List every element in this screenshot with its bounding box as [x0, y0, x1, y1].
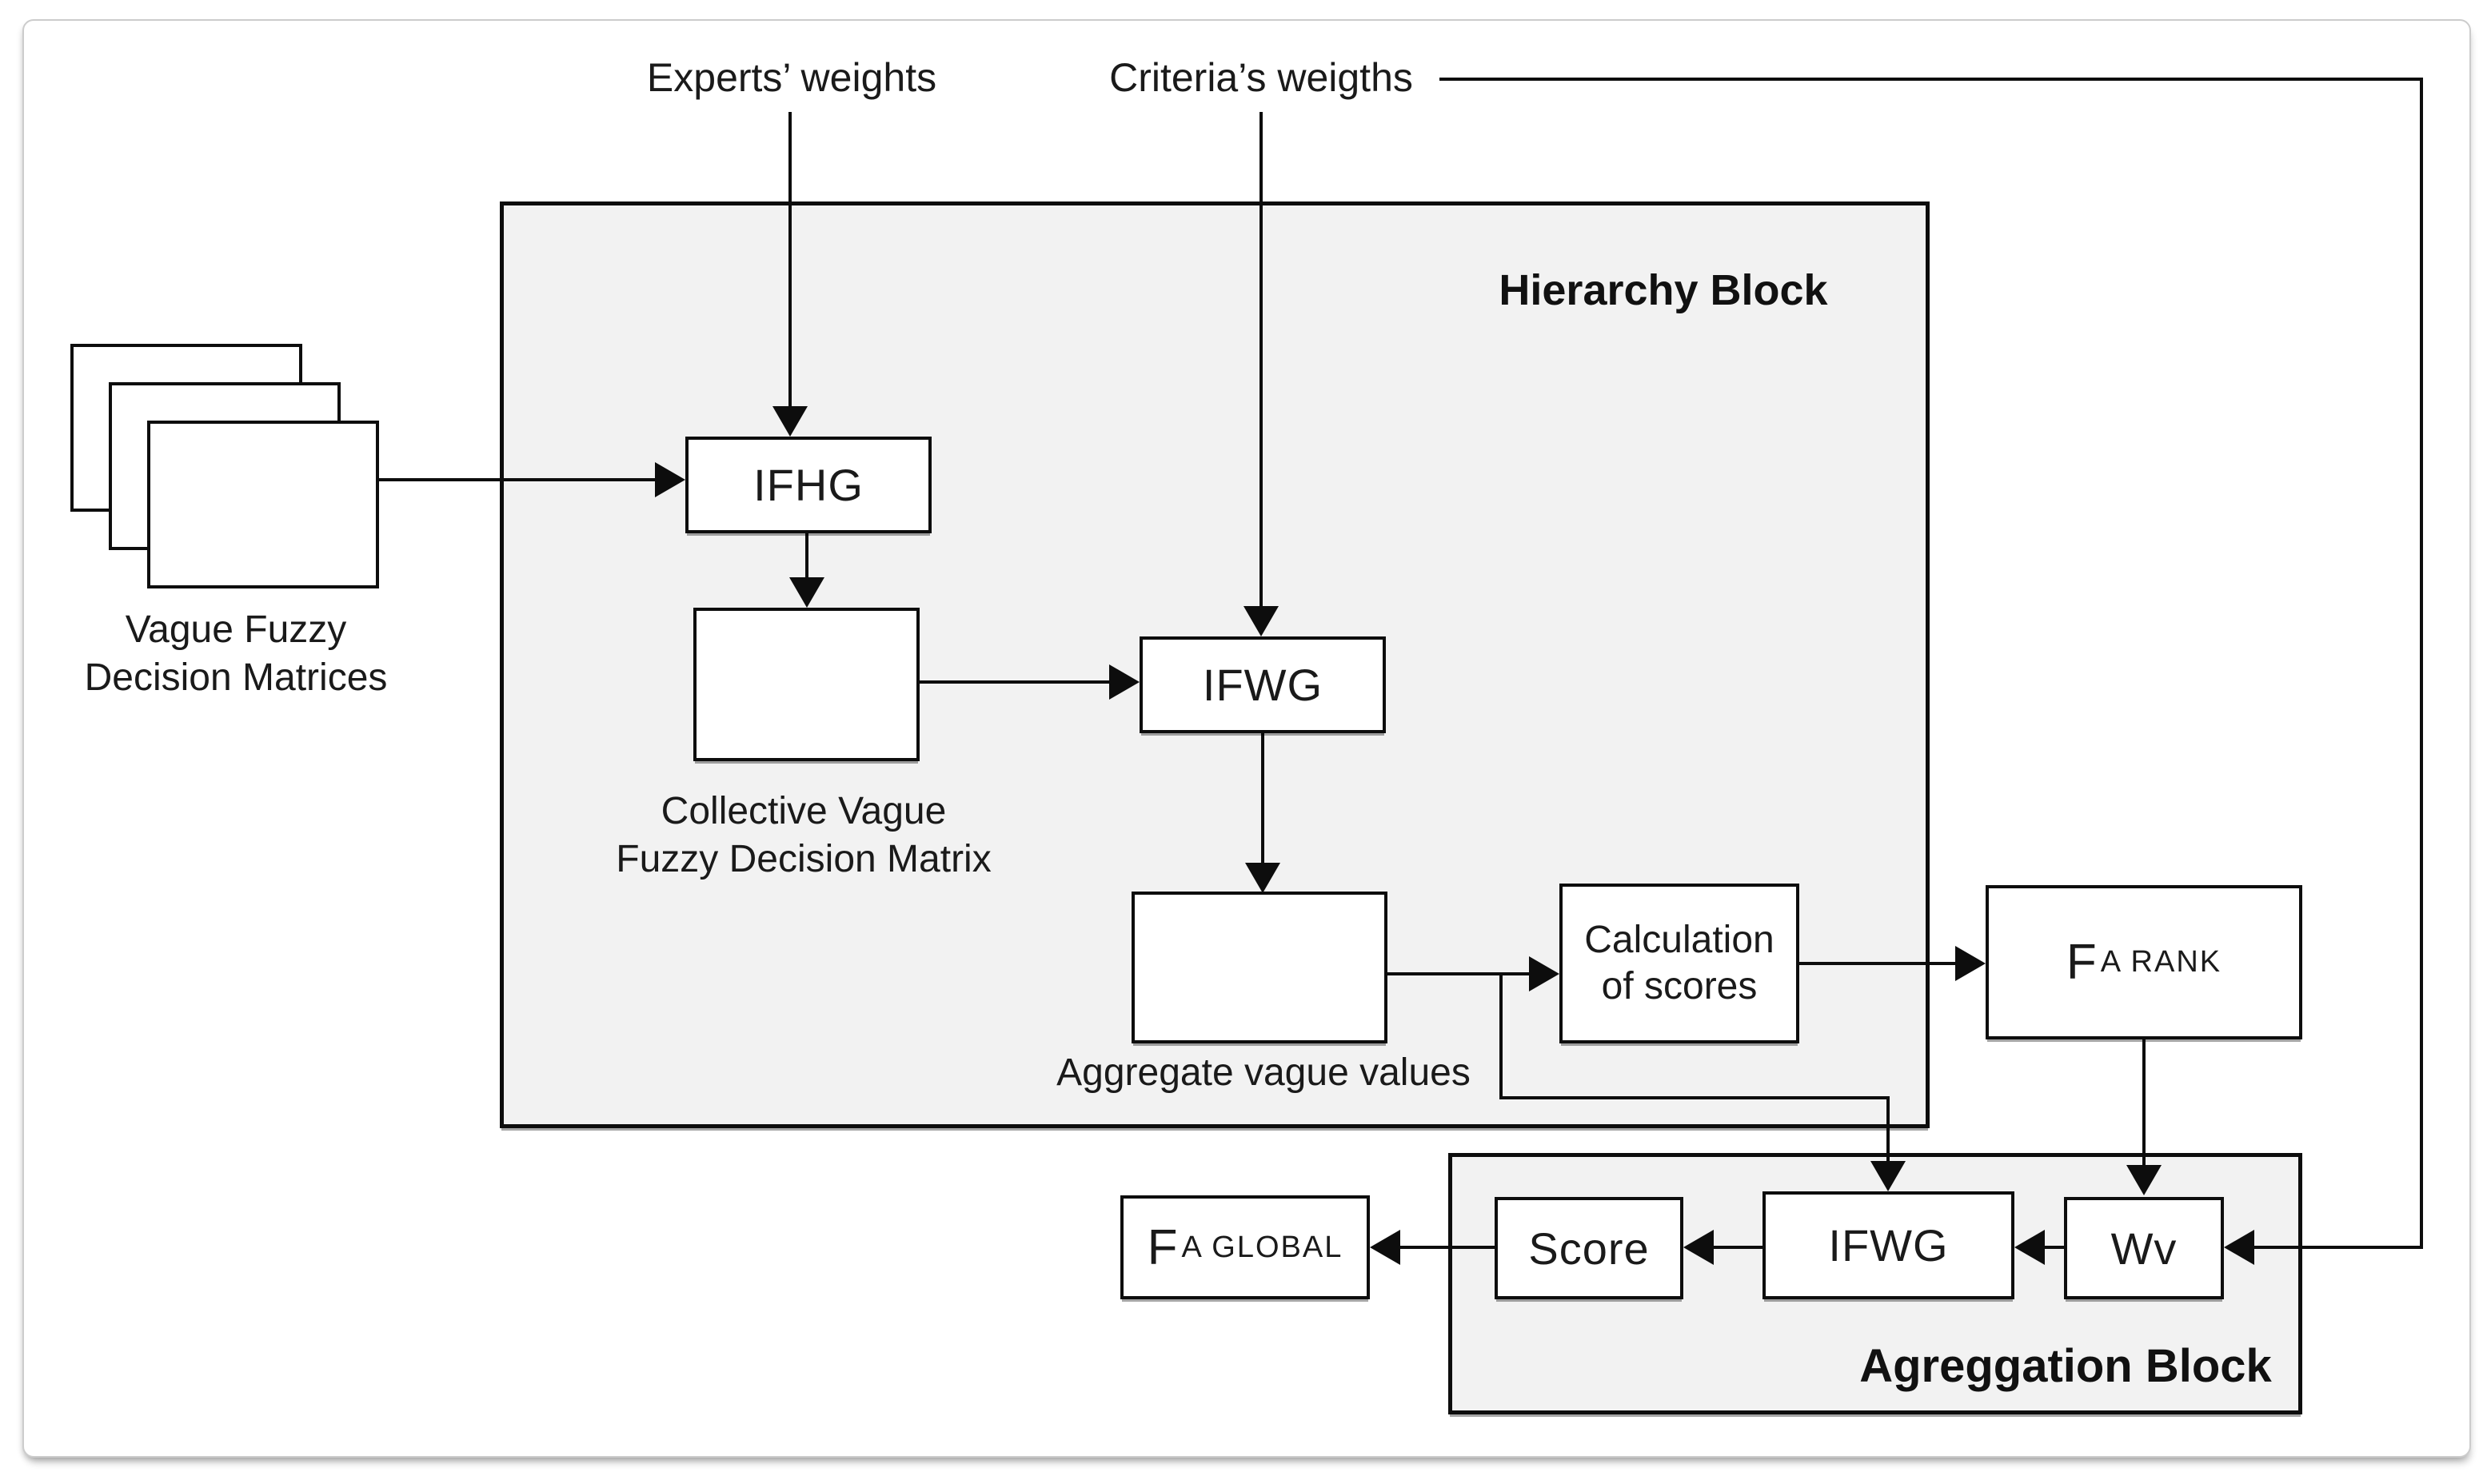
node-wv: Wv	[2064, 1197, 2224, 1299]
matrices-caption-line1: Vague Fuzzy	[125, 608, 347, 651]
edge-score-to-faglobal-line	[1400, 1246, 1495, 1249]
fa-global-subscript: A GLOBAL	[1181, 1230, 1343, 1264]
edge-aggifwg-to-score-arrowhead	[1683, 1230, 1714, 1265]
ifwg-hierarchy-label: IFWG	[1202, 660, 1323, 710]
ifhg-label: IFHG	[753, 460, 864, 510]
edge-wv-to-aggifwg-line	[2043, 1246, 2064, 1249]
edge-ifwg-to-aggregate-arrowhead	[1245, 863, 1280, 893]
matrices-caption-line2: Decision Matrices	[84, 656, 388, 699]
collective-caption-line2: Fuzzy Decision Matrix	[616, 838, 992, 880]
edge-farank-to-wv-arrowhead	[2126, 1165, 2162, 1195]
fa-rank-subscript: A RANK	[2100, 945, 2222, 979]
calc-scores-line1: Calculation	[1584, 919, 1774, 961]
edge-aggregate-to-calc-line	[1387, 972, 1529, 975]
wv-label: Wv	[2110, 1223, 2178, 1274]
edge-matrices-to-ifhg-arrowhead	[655, 462, 685, 497]
edge-ifwg-to-aggregate-line	[1261, 733, 1264, 868]
hierarchy-block-title: Hierarchy Block	[1499, 266, 1828, 314]
edge-criteria-right-line	[1439, 78, 2423, 81]
edge-aggregate-to-aggifwg-arrowhead	[1870, 1161, 1906, 1191]
edge-farank-to-wv-line	[2142, 1039, 2146, 1167]
caption-vague-fuzzy-matrices: Vague Fuzzy Decision Matrices	[48, 606, 424, 702]
node-ifwg-hierarchy: IFWG	[1140, 636, 1386, 733]
edge-score-to-faglobal-arrowhead	[1370, 1230, 1400, 1265]
experts-weights-label: Experts’ weights	[646, 55, 937, 100]
edge-criteria-down-line	[2420, 78, 2423, 1249]
edge-criteria-to-ifwg-arrowhead	[1244, 606, 1279, 636]
edge-collective-to-ifwg-arrowhead	[1109, 664, 1140, 700]
edge-experts-to-ifhg-arrowhead	[772, 406, 808, 437]
edge-collective-to-ifwg-line	[920, 680, 1111, 684]
ifwg-aggregation-label: IFWG	[1828, 1220, 1949, 1271]
node-score: Score	[1495, 1197, 1683, 1299]
criterias-weights-label: Criteria’s weigths	[1109, 55, 1413, 100]
edge-ifhg-to-collective-arrowhead	[789, 577, 824, 608]
caption-aggregate-values: Aggregate vague values	[1056, 1051, 1471, 1094]
edge-wv-to-aggifwg-arrowhead	[2014, 1230, 2045, 1265]
node-calculation-of-scores: Calculation of scores	[1559, 884, 1799, 1043]
edge-experts-to-ifhg-line	[788, 112, 792, 408]
edge-calc-to-farank-line	[1799, 962, 1955, 965]
calc-scores-line2: of scores	[1601, 965, 1758, 1007]
edge-aggregate-branch-right-line	[1499, 1096, 1890, 1099]
edge-ifhg-to-collective-line	[805, 533, 808, 579]
edge-aggregate-to-calc-arrowhead	[1529, 956, 1559, 991]
edge-calc-to-farank-arrowhead	[1955, 946, 1986, 981]
collective-caption-line1: Collective Vague	[661, 790, 947, 832]
edge-aggifwg-to-score-line	[1714, 1246, 1762, 1249]
edge-aggregate-branch-drop-line	[1886, 1096, 1890, 1163]
edge-criteria-to-ifwg-line	[1259, 112, 1263, 606]
node-collective-matrix	[693, 608, 920, 761]
edge-criteria-to-wv-arrowhead	[2224, 1230, 2254, 1265]
edge-matrices-to-ifhg-line	[379, 478, 657, 481]
edge-aggregate-branch-down-line	[1499, 972, 1503, 1099]
caption-collective-matrix: Collective Vague Fuzzy Decision Matrix	[580, 788, 1028, 884]
node-ifwg-aggregation: IFWG	[1762, 1191, 2014, 1299]
score-label: Score	[1528, 1223, 1650, 1274]
matrix-sheet-front	[147, 421, 379, 588]
fa-global-label: F	[1147, 1219, 1179, 1275]
node-aggregate-values	[1132, 892, 1387, 1043]
node-ifhg: IFHG	[685, 437, 932, 533]
fa-rank-label: F	[2066, 935, 2098, 990]
aggregation-block-title: Agreggation Block	[1859, 1340, 2272, 1392]
edge-criteria-to-wv-line	[2254, 1246, 2423, 1249]
